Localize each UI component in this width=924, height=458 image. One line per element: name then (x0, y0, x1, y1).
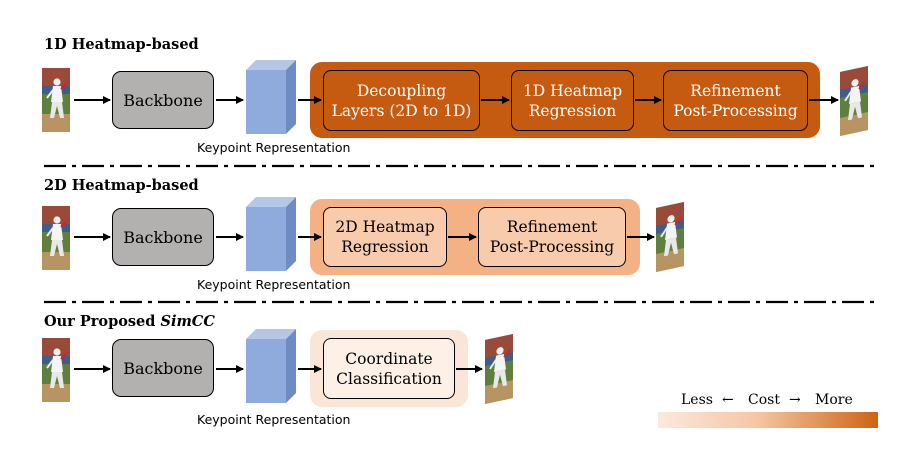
output-athlete-photo (838, 65, 870, 138)
stage-label-line2: Post-Processing (673, 101, 798, 120)
legend-arrow-left-icon: ← (722, 392, 734, 408)
backbone-block: Backbone (112, 71, 214, 129)
input-athlete-photo (41, 205, 71, 271)
title-prefix: Our Proposed (44, 313, 161, 330)
stage-label-line2: Classification (336, 369, 442, 388)
legend-more: More (815, 392, 853, 408)
keypoint-representation-label: Keypoint Representation (197, 412, 351, 427)
stage-label-line1: Refinement (506, 218, 598, 236)
stage-refinement: Refinement Post-Processing (663, 70, 808, 131)
section-title-1d-heatmap: 1D Heatmap-based (44, 36, 199, 53)
stage-refinement: Refinement Post-Processing (478, 207, 626, 267)
legend-cost: Cost (748, 392, 780, 408)
stage-label-line2: Regression (341, 238, 429, 256)
stage-label-line2: Regression (528, 101, 617, 120)
input-athlete-photo (41, 67, 71, 133)
backbone-block: Backbone (112, 208, 214, 266)
stage-label-line1: Coordinate (345, 349, 433, 368)
stage-label-line2: Layers (2D to 1D) (331, 101, 472, 120)
section-title-2d-heatmap: 2D Heatmap-based (44, 177, 199, 194)
stage-label-line2: Post-Processing (489, 238, 615, 256)
cost-gradient-bar (658, 412, 878, 428)
stage-label-line1: Decoupling (356, 81, 447, 100)
stage-label-line1: Refinement (690, 81, 781, 100)
output-athlete-photo (483, 333, 515, 406)
backbone-block: Backbone (112, 339, 214, 397)
keypoint-representation-label: Keypoint Representation (197, 140, 351, 155)
stage-coordinate-classification: Coordinate Classification (323, 338, 455, 399)
stage-label-line1: 2D Heatmap (335, 218, 435, 236)
keypoint-cube (246, 329, 296, 403)
backbone-label: Backbone (123, 358, 203, 378)
stage-decoupling-layers: Decoupling Layers (2D to 1D) (323, 70, 480, 131)
title-emphasis: SimCC (160, 313, 215, 330)
stage-2d-heatmap-regression: 2D Heatmap Regression (323, 207, 447, 267)
legend-arrow-right-icon: → (789, 392, 801, 408)
stage-label-line1: 1D Heatmap (522, 81, 623, 100)
backbone-label: Backbone (123, 227, 203, 247)
keypoint-representation-label: Keypoint Representation (197, 277, 351, 292)
section-title-simcc: Our Proposed SimCC (44, 313, 215, 330)
legend-less: Less (681, 392, 713, 408)
stage-1d-heatmap-regression: 1D Heatmap Regression (511, 70, 634, 131)
input-athlete-photo (41, 337, 71, 403)
keypoint-cube (246, 60, 296, 134)
output-athlete-photo (654, 201, 686, 274)
backbone-label: Backbone (123, 90, 203, 110)
keypoint-cube (246, 197, 296, 271)
